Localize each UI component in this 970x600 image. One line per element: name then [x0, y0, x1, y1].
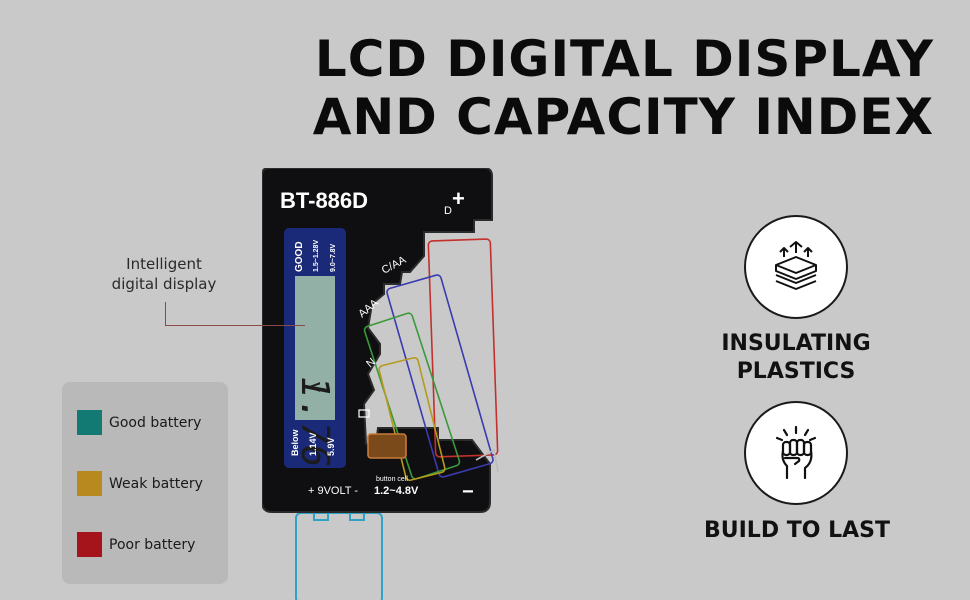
lcd-panel: GOOD 1.5~1.28V 9.0~7.8V 1.76 V Below 1.1…	[284, 228, 346, 468]
n-battery-outline	[378, 356, 446, 482]
headline-line-1: LCD DIGITAL DISPLAY	[314, 30, 934, 88]
lcd-reading: 1.76	[293, 376, 337, 468]
feature-durable-line-1: BUILD TO LAST	[703, 518, 891, 543]
lcd-below-value-2: 5.9V	[326, 437, 336, 456]
d-battery-outline	[427, 238, 499, 458]
nine-volt-label: + 9VOLT -	[308, 485, 358, 497]
display-callout: Intelligent digital display	[100, 254, 228, 294]
feature-insulating-line-2: PLASTICS	[736, 359, 856, 384]
good-battery-swatch	[77, 410, 102, 435]
feature-insulating-line-1: INSULATING	[721, 331, 871, 356]
battery-tester-device: BT-886D + D C/AA AAA N GOOD 1.5~1.28V 9.…	[262, 168, 499, 600]
feature-durable-icon-circle	[744, 401, 848, 505]
legend-label-weak: Weak battery	[109, 475, 203, 492]
callout-line-2: digital display	[111, 275, 217, 293]
headline-line-2: AND CAPACITY INDEX	[312, 88, 934, 146]
poor-battery-swatch	[77, 532, 102, 557]
fist-icon	[775, 425, 817, 480]
lcd-unit: V	[306, 382, 323, 392]
feature-insulating-label: INSULATING PLASTICS	[715, 330, 877, 386]
plus-sign: +	[452, 186, 465, 211]
feature-insulating-icon-circle	[744, 215, 848, 319]
weak-battery-swatch	[77, 471, 102, 496]
caa-battery-outline	[386, 274, 494, 478]
model-label: BT-886D	[280, 188, 368, 213]
lcd-good-title: GOOD	[294, 241, 305, 272]
minus-sign: −	[462, 481, 474, 503]
callout-line-1: Intelligent	[126, 255, 202, 273]
legend-item-poor: Poor battery	[77, 532, 195, 557]
legend-label-poor: Poor battery	[109, 536, 196, 553]
headline: LCD DIGITAL DISPLAY AND CAPACITY INDEX	[313, 30, 934, 146]
lcd-good-range-2: 9.0~7.8V	[330, 243, 337, 272]
callout-leader-horizontal	[165, 325, 305, 326]
battery-status-legend: Good battery Weak battery Poor battery	[62, 382, 228, 584]
lcd-good-range-1: 1.5~1.28V	[313, 240, 320, 272]
lcd-below-value-1: 1.14V	[308, 432, 318, 456]
legend-label-good: Good battery	[109, 414, 202, 431]
lcd-below-title: Below	[290, 428, 300, 456]
button-cell-range: 1.2~4.8V	[374, 485, 419, 497]
nine-volt-terminal	[295, 507, 383, 600]
callout-leader-vertical	[165, 302, 166, 326]
layers-icon	[775, 241, 817, 290]
legend-item-weak: Weak battery	[77, 471, 203, 496]
d-slot-label: D	[444, 205, 452, 217]
battery-slot-outlines	[363, 238, 499, 482]
legend-item-good: Good battery	[77, 410, 201, 435]
feature-durable-label: BUILD TO LAST	[700, 517, 894, 545]
button-cell-label: button cell	[376, 476, 408, 483]
button-cell-symbol	[358, 409, 370, 418]
